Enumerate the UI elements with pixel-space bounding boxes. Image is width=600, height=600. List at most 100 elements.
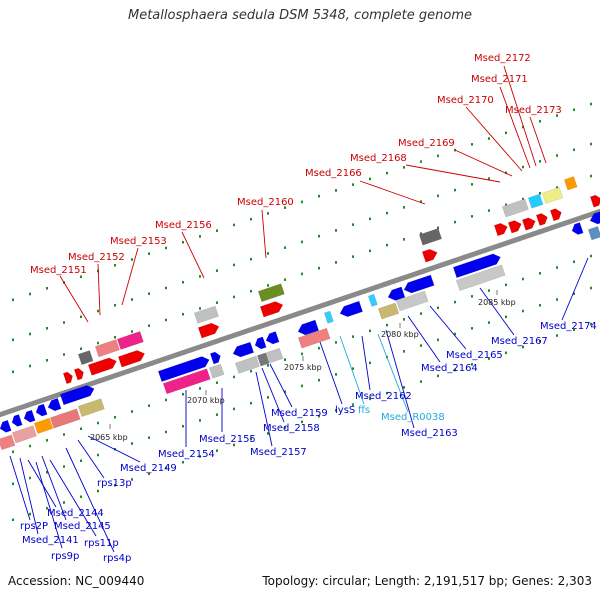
gene-label: Msed_2166	[305, 168, 362, 179]
track-dot	[522, 309, 524, 313]
gene-label: Msed_2173	[505, 105, 562, 116]
track-dot	[29, 364, 31, 368]
track-dot	[573, 328, 575, 332]
track-dot	[505, 351, 507, 355]
track-dot	[284, 390, 286, 393]
track-dot	[539, 272, 541, 275]
track-dot	[505, 315, 507, 319]
track-dot	[97, 309, 99, 313]
gene-feature	[507, 220, 522, 234]
gene-feature	[33, 417, 54, 434]
track-dot	[182, 240, 184, 244]
gene-label: Msed_2155	[199, 434, 256, 445]
bottom-strand-labels: rps2P Msed_2141 Msed_2144 Msed_2145 rps9…	[20, 321, 597, 564]
track-dot	[352, 223, 354, 226]
track-dot	[29, 332, 31, 336]
track-dot	[182, 280, 184, 284]
track-dot	[284, 246, 286, 249]
track-dot	[522, 277, 524, 281]
gene-feature	[339, 300, 363, 318]
track-dot	[556, 114, 558, 117]
track-dot	[250, 401, 252, 405]
track-dot	[63, 353, 65, 356]
track-dot	[301, 384, 303, 388]
track-dot	[301, 240, 303, 244]
gene-feature	[47, 397, 62, 412]
track-dot	[12, 338, 14, 342]
gene-feature	[521, 217, 536, 231]
track-dot	[114, 336, 116, 339]
track-dot	[216, 413, 218, 416]
gene-label: Msed_2157	[250, 447, 307, 458]
track-dot	[46, 359, 48, 362]
gene-feature	[387, 286, 406, 301]
gene-label: rps9p	[51, 551, 79, 562]
track-dot	[199, 419, 201, 422]
track-dot	[233, 223, 235, 227]
track-dot	[335, 409, 337, 412]
track-dot	[97, 341, 99, 345]
track-dot	[352, 183, 354, 186]
gene-label: Msed_2141	[22, 535, 79, 546]
gene-feature	[589, 194, 600, 208]
track-dot	[454, 220, 456, 224]
track-dot	[573, 260, 575, 264]
leader-line	[65, 447, 115, 553]
track-dot	[97, 421, 99, 425]
track-dot	[80, 315, 82, 319]
track-dot	[454, 188, 456, 192]
gene-feature	[208, 363, 225, 379]
gene-label: Msed_2163	[401, 428, 458, 439]
gene-feature	[77, 398, 105, 418]
track-dot	[46, 471, 48, 474]
track-dot	[12, 370, 14, 374]
track-dot	[165, 318, 167, 322]
track-dot	[165, 430, 167, 434]
scale-tick-label: 2065 kbp	[90, 433, 128, 442]
track-dot	[590, 174, 592, 178]
track-dot	[114, 484, 116, 487]
track-dot	[148, 292, 150, 295]
leader-line	[407, 315, 441, 363]
leader-line	[181, 231, 205, 279]
gene-feature	[265, 347, 284, 364]
gene-label: rps2P	[20, 521, 48, 532]
track-dot	[539, 304, 541, 307]
gene-label: Msed_2159	[271, 408, 328, 419]
track-dot	[199, 387, 201, 390]
gene-feature	[94, 339, 120, 358]
gene-label: Msed_2156	[155, 220, 212, 231]
track-dot	[114, 416, 116, 419]
track-dot	[573, 148, 575, 152]
gene-feature	[62, 371, 73, 385]
track-dot	[318, 194, 320, 198]
track-dot	[386, 323, 388, 327]
track-dot	[216, 381, 218, 384]
track-dot	[301, 272, 303, 276]
track-dot	[250, 437, 252, 441]
track-dot	[573, 292, 575, 296]
track-dot	[403, 166, 405, 169]
track-dot	[80, 275, 82, 279]
track-dot	[556, 266, 558, 269]
gene-feature	[162, 368, 211, 395]
track-dot	[403, 238, 405, 241]
track-dot	[454, 332, 456, 336]
track-dot	[148, 472, 150, 475]
track-dot	[29, 444, 31, 448]
gene-label: Msed_2144	[47, 508, 104, 519]
label-leader-lines	[9, 65, 589, 553]
leader-line	[561, 257, 589, 321]
track-dot	[437, 338, 439, 342]
track-dot	[80, 427, 82, 431]
leader-line	[269, 363, 293, 408]
track-dot	[148, 436, 150, 439]
track-dot	[539, 120, 541, 123]
leader-line	[405, 164, 501, 183]
gene-feature	[587, 226, 600, 241]
gene-label: Msed_2153	[110, 236, 167, 247]
track-dot	[471, 327, 473, 330]
track-dot	[573, 108, 575, 112]
gene-label: Msed_2149	[120, 463, 177, 474]
